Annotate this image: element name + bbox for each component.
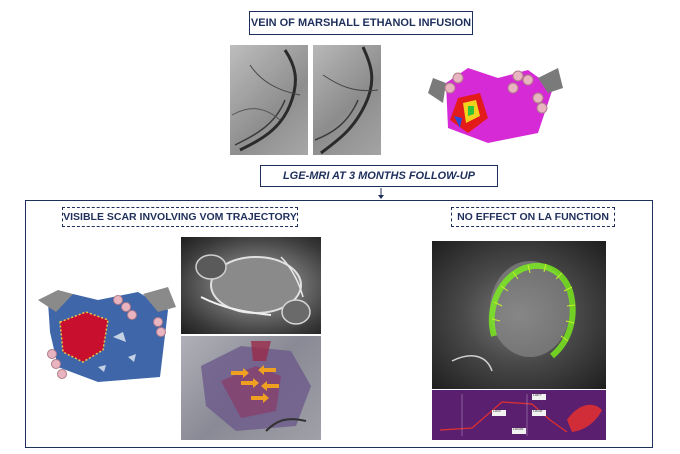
strain-label-lasr: LASr bbox=[493, 409, 501, 413]
header-title: VEIN OF MARSHALL ETHANOL INFUSION bbox=[250, 17, 472, 29]
lge-mri-structures bbox=[195, 254, 311, 325]
strain-label-laef: LAEF bbox=[533, 393, 542, 397]
la-scar-map-shape bbox=[38, 287, 176, 382]
fluoroscopy-catheter-1 bbox=[231, 49, 301, 152]
voltage-map-shape bbox=[428, 68, 563, 143]
fused-overlay-image bbox=[181, 336, 321, 440]
la-strain-graph: LAEF LASr LASct LAScd bbox=[432, 390, 606, 440]
left-label-box: VISIBLE SCAR INVOLVING VOM TRAJECTORY bbox=[62, 207, 298, 227]
strain-curve-plot bbox=[439, 394, 602, 436]
left-label: VISIBLE SCAR INVOLVING VOM TRAJECTORY bbox=[63, 211, 297, 223]
down-arrow-icon bbox=[378, 188, 384, 199]
fused-overlay-structures bbox=[201, 341, 311, 432]
header-title-box: VEIN OF MARSHALL ETHANOL INFUSION bbox=[249, 11, 473, 35]
voltage-map-3d bbox=[418, 48, 568, 148]
vom-arrow-icons bbox=[231, 365, 279, 403]
la-scar-map-3d bbox=[28, 282, 178, 388]
la-strain-contour bbox=[451, 261, 576, 372]
right-label: NO EFFECT ON LA FUNCTION bbox=[457, 211, 609, 223]
lge-mri-slice bbox=[181, 237, 321, 334]
fluoroscopy-image-2 bbox=[313, 45, 381, 155]
strain-label-lasct: LASct bbox=[533, 409, 543, 413]
fluoroscopy-catheter-2 bbox=[314, 46, 379, 155]
results-frame bbox=[25, 200, 653, 448]
right-label-box: NO EFFECT ON LA FUNCTION bbox=[451, 207, 615, 227]
fluoroscopy-image-1 bbox=[230, 45, 308, 155]
followup-title: LGE-MRI AT 3 MONTHS FOLLOW-UP bbox=[282, 170, 476, 182]
strain-label-lascd: LAScd bbox=[513, 427, 524, 431]
cine-mri-strain bbox=[432, 241, 606, 389]
followup-title-box: LGE-MRI AT 3 MONTHS FOLLOW-UP bbox=[260, 165, 498, 187]
